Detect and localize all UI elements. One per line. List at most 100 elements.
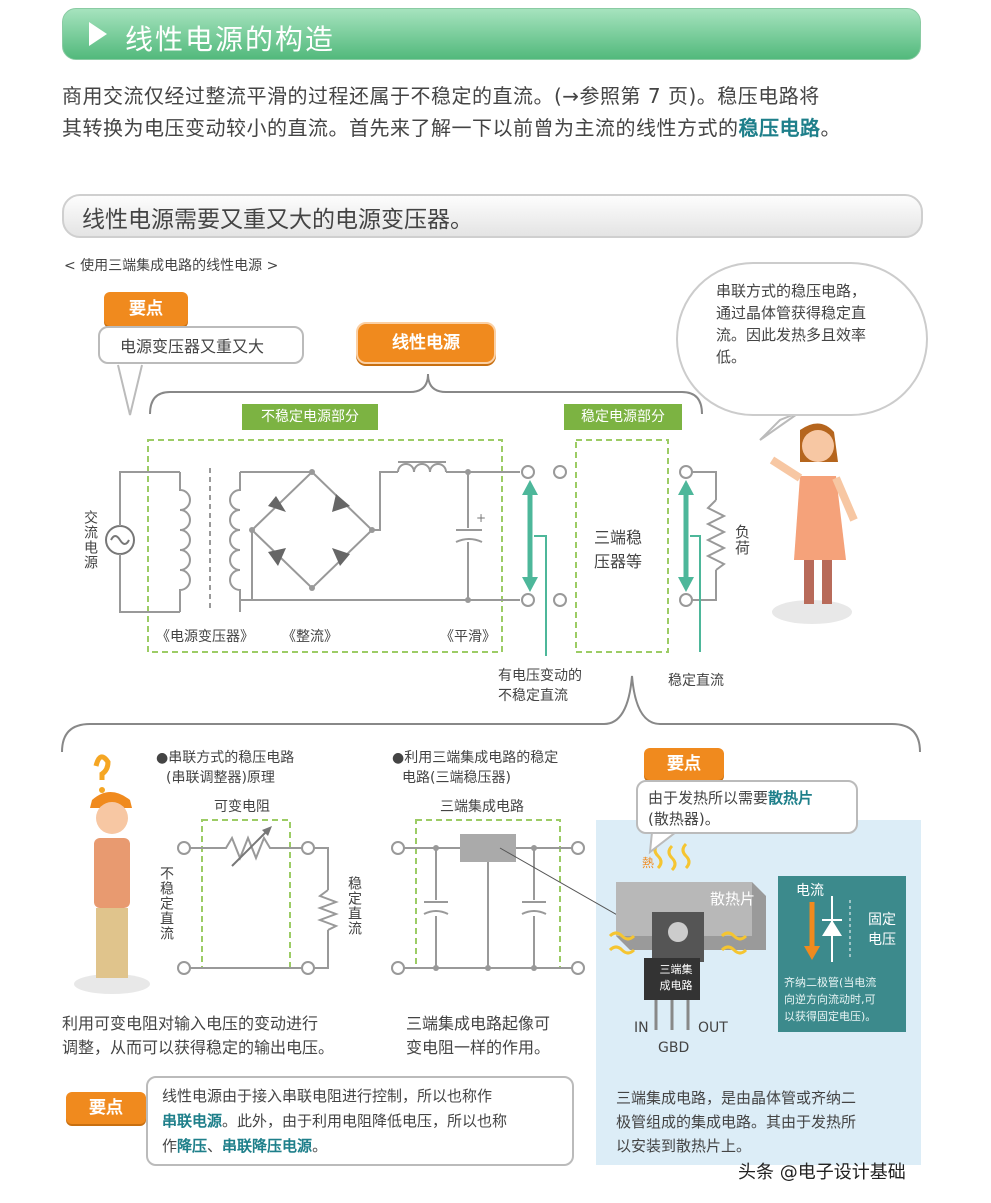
heatsink-note-1: 由于发热所以需要散热片: [648, 788, 846, 809]
load-resistor: [705, 499, 727, 571]
three-term-title-2: 电路(三端稳压器): [402, 770, 511, 786]
heatsink-point-tag: 要点: [644, 748, 724, 780]
page-title: 线性电源的构造: [125, 23, 336, 56]
man-figure: [74, 754, 150, 994]
heatsink-note-pre: 由于发热所以需要: [648, 789, 769, 807]
series-title-1: ●串联方式的稳压电路: [156, 750, 295, 766]
bottom-line-3: 作降压、串联降压电源。: [162, 1134, 558, 1159]
bottom-l3-post: 。: [312, 1137, 328, 1155]
intro-line-2-text: 其转换为电压变动较小的直流。首先来了解一下以前曾为主流的线性方式的: [62, 116, 739, 140]
bottom-point-bubble: 线性电源由于接入串联电阻进行控制，所以也称作 串联电源。此外，由于利用电阻降低电…: [146, 1076, 574, 1166]
zener-diode-icon: [822, 920, 842, 936]
ac-source-label: 交流电源: [82, 510, 98, 570]
intro-line-2-end: 。: [820, 116, 841, 140]
intro-line-2: 其转换为电压变动较小的直流。首先来了解一下以前曾为主流的线性方式的稳压电路。: [62, 112, 922, 144]
heatsink-desc-1: 三端集成电路，是由晶体管或齐纳二: [616, 1089, 857, 1107]
question-mark-icon: [93, 754, 111, 780]
heatsink-label: 散热片: [710, 890, 756, 908]
diode-icon: [268, 548, 286, 566]
point-bubble: 电源变压器又重又大: [98, 326, 304, 364]
load-label: 负荷: [733, 524, 751, 556]
zener-2: 向逆方向流动时,可: [784, 993, 876, 1006]
zener-box: [778, 876, 906, 1032]
pin-out: OUT: [698, 1020, 728, 1036]
intro-line-1: 商用交流仅经过整流平滑的过程还属于不稳定的直流。(→参照第 7 页)。稳压电路将: [62, 84, 820, 108]
intro-highlight: 稳压电路: [738, 116, 821, 140]
current-arrow-icon: [804, 946, 820, 960]
ic-pkg-2: 成电路: [659, 979, 693, 992]
bottom-hl-1: 串联电源: [162, 1112, 223, 1130]
fixed-v-1: 固定: [868, 912, 896, 928]
linear-power-brace: [149, 373, 703, 415]
bottom-l3-mid: 、: [207, 1137, 223, 1155]
rectify-label: 《整流》: [282, 629, 338, 645]
smooth-label: 《平滑》: [440, 629, 496, 645]
section-bar: 线性电源需要又重又大的电源变压器。: [62, 194, 923, 238]
three-term-desc-2: 变电阻一样的作用。: [406, 1038, 551, 1057]
bridge-rectifier: [250, 470, 374, 590]
speech-text: 串联方式的稳压电路， 通过晶体管获得稳定直 流。因此发热多且效率 低。: [716, 280, 866, 368]
fixed-voltage-label: 固定电压: [868, 910, 896, 950]
bubble-pointer: [117, 364, 143, 416]
ic-package-label: 三端集成电路: [652, 962, 700, 994]
diagram-caption: < 使用三端集成电路的线性电源 >: [64, 258, 279, 274]
zener-3: 以获得固定电压)。: [784, 1010, 877, 1023]
var-res-label: 可变电阻: [214, 799, 270, 815]
watermark: 头条 @电子设计基础: [738, 1162, 906, 1183]
transformer-primary: [179, 472, 191, 612]
bottom-line-2: 串联电源。此外，由于利用电阻降低电压，所以也称: [162, 1109, 558, 1134]
woman-figure: [769, 423, 858, 624]
bottom-line-2-post: 。此外，由于利用电阻降低电压，所以也称: [222, 1112, 508, 1130]
heatsink-note-2: (散热器)。: [648, 810, 720, 828]
pin-in: IN: [634, 1020, 649, 1036]
diode-icon: [332, 548, 350, 566]
unstable-dc-line1: 有电压变动的: [498, 668, 582, 684]
regulator-label: 三端稳压器等: [594, 528, 643, 571]
play-arrow-icon: [89, 22, 107, 46]
title-bar: 线性电源的构造: [62, 8, 921, 60]
three-term-title: ●利用三端集成电路的稳定电路(三端稳压器): [392, 748, 558, 788]
svg-text:+: +: [476, 511, 486, 525]
series-stable-label: 稳定直流: [346, 876, 362, 936]
speech-line2: 通过晶体管获得稳定直: [716, 304, 867, 322]
ic-pkg-1: 三端集: [659, 963, 693, 976]
series-title-2: (串联调整器)原理: [166, 770, 275, 786]
stable-dc-label: 稳定直流: [668, 673, 724, 689]
stable-tag: 稳定电源部分: [564, 404, 682, 430]
variable-resistor: [190, 835, 302, 969]
series-desc-1: 利用可变电阻对输入电压的变动进行: [62, 1014, 319, 1033]
heatsink-note-hl: 散热片: [768, 789, 814, 807]
bottom-point-tag: 要点: [66, 1092, 146, 1124]
unstable-dc-line2: 不稳定直流: [498, 688, 568, 704]
three-term-desc-1: 三端集成电路起像可: [406, 1014, 551, 1033]
heat-waves-icon: [608, 842, 748, 955]
series-unstable-label: 不稳定直流: [158, 866, 174, 941]
heatsink-desc-2: 极管组成的集成电路。其由于发热所: [616, 1113, 857, 1131]
ic-block: [460, 834, 516, 862]
unstable-box: [147, 439, 503, 653]
heatsink-bubble: 由于发热所以需要散热片 (散热器)。: [636, 780, 858, 834]
heatsink-desc: 三端集成电路，是由晶体管或齐纳二极管组成的集成电路。其由于发热所以安装到散热片上…: [616, 1086, 856, 1158]
current-label: 电流: [796, 883, 824, 899]
heat-label: 熱: [642, 856, 655, 870]
speech-line4: 低。: [716, 348, 747, 366]
detail-brace: [61, 675, 921, 753]
pin-gbd: GBD: [658, 1040, 690, 1056]
series-load: [317, 889, 339, 931]
point-tag: 要点: [104, 292, 188, 326]
series-title: ●串联方式的稳压电路 (串联调整器)原理: [156, 748, 294, 788]
linear-power-tag: 线性电源: [356, 322, 496, 364]
diode-icon: [268, 496, 286, 512]
bottom-hl-3: 串联降压电源: [222, 1137, 313, 1155]
speech-line1: 串联方式的稳压电路，: [716, 282, 867, 300]
inductor: [397, 463, 447, 473]
heatsink-desc-3: 以安装到散热片上。: [616, 1137, 752, 1155]
transformer-secondary: [229, 472, 241, 612]
unstable-dc-label: 有电压变动的不稳定直流: [498, 666, 582, 706]
series-desc-2: 调整，从而可以获得稳定的输出电压。: [62, 1038, 335, 1057]
stable-box: [575, 439, 669, 653]
ic-label: 三端集成电路: [440, 799, 524, 815]
series-desc: 利用可变电阻对输入电压的变动进行调整，从而可以获得稳定的输出电压。: [62, 1012, 334, 1060]
fixed-v-2: 电压: [868, 932, 896, 948]
